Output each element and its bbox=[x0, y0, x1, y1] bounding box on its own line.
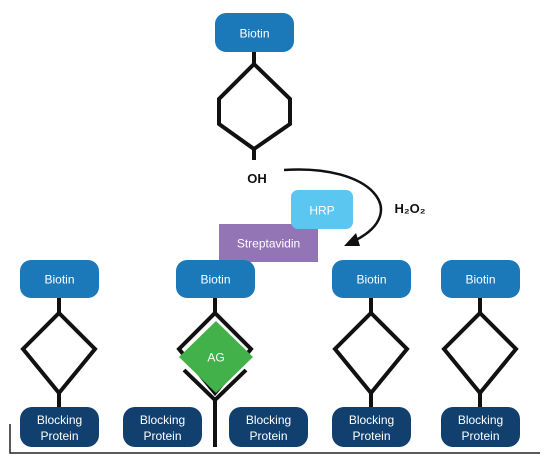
surface-molecule-antigen: Biotin AG Blocking Protein Blocking Prot… bbox=[123, 260, 308, 447]
biotin-badge bbox=[441, 260, 520, 298]
blocking-protein-badge bbox=[332, 407, 411, 447]
streptavidin-label: Streptavidin bbox=[237, 237, 300, 251]
blocking-protein-label-line2: Protein bbox=[249, 429, 287, 443]
biotin-label: Biotin bbox=[200, 273, 230, 287]
biotin-label: Biotin bbox=[465, 273, 495, 287]
top-biotin-molecule: Biotin OH bbox=[215, 13, 294, 186]
antigen-label: AG bbox=[207, 351, 224, 365]
phenol-ring bbox=[20, 310, 98, 397]
h2o2-label: H₂O₂ bbox=[394, 201, 425, 216]
phenol-ring bbox=[176, 310, 254, 397]
arrow-head bbox=[344, 233, 360, 246]
hrp-label: HRP bbox=[309, 204, 334, 218]
antibody bbox=[182, 368, 248, 447]
blocking-protein-label-line2: Protein bbox=[143, 429, 181, 443]
biotin-label: Biotin bbox=[44, 273, 74, 287]
phenol-ring bbox=[441, 310, 519, 397]
biotin-badge bbox=[332, 260, 411, 298]
surface-baseline bbox=[9, 424, 540, 454]
blocking-protein-badge bbox=[123, 407, 202, 447]
blocking-protein-label-line2: Protein bbox=[461, 429, 499, 443]
hydroxyl-group-label: OH bbox=[247, 171, 267, 186]
hrp-box bbox=[291, 190, 353, 229]
top-phenol-ring bbox=[217, 61, 292, 152]
blocking-protein-badge bbox=[229, 407, 308, 447]
blocking-protein-label-line1: Blocking bbox=[37, 413, 82, 427]
biotin-badge bbox=[20, 260, 99, 298]
surface-molecule-4: Biotin Blocking Protein bbox=[441, 260, 520, 447]
surface-molecule-1: Biotin Blocking Protein bbox=[20, 260, 99, 447]
blocking-protein-label-line1: Blocking bbox=[349, 413, 394, 427]
antigen-diamond bbox=[179, 321, 253, 393]
blocking-protein-badge bbox=[441, 407, 520, 447]
blocking-protein-label-line2: Protein bbox=[40, 429, 78, 443]
biotin-badge bbox=[176, 260, 255, 298]
phenol-ring bbox=[332, 310, 410, 397]
surface-molecule-3: Biotin Blocking Protein bbox=[332, 260, 411, 447]
blocking-protein-label-line1: Blocking bbox=[140, 413, 185, 427]
reaction-arrow bbox=[283, 168, 383, 246]
top-biotin-label: Biotin bbox=[239, 27, 269, 41]
blocking-protein-label-line1: Blocking bbox=[458, 413, 503, 427]
biotin-label: Biotin bbox=[356, 273, 386, 287]
streptavidin-box bbox=[219, 224, 318, 262]
blocking-protein-label-line1: Blocking bbox=[246, 413, 291, 427]
blocking-protein-label-line2: Protein bbox=[352, 429, 390, 443]
blocking-protein-badge bbox=[20, 407, 99, 447]
top-biotin-badge bbox=[215, 13, 294, 52]
